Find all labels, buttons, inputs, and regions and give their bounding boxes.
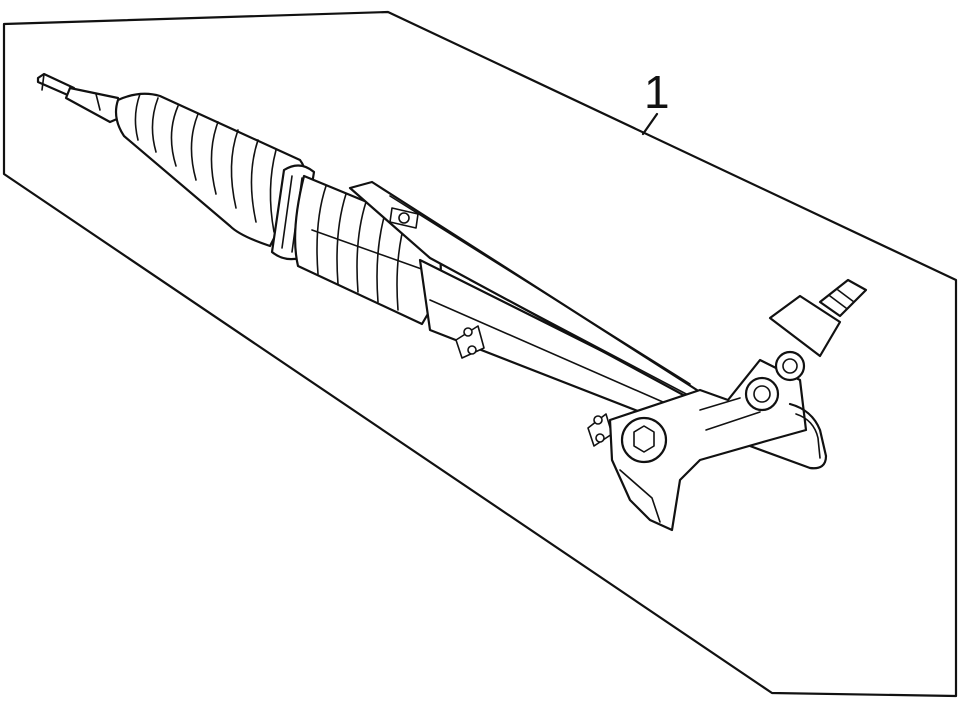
bellows-boot: [114, 92, 307, 248]
diagram-frame: [2, 10, 958, 698]
hydraulic-line: [748, 402, 828, 470]
pinion-shaft: [768, 278, 868, 358]
mount-bracket-upper: [389, 207, 419, 229]
tie-rod-shaft: [36, 72, 126, 124]
callout-leader-line: [641, 112, 659, 136]
steering-rack-assembly: [36, 72, 868, 532]
mount-bracket-mid: [455, 325, 485, 359]
mount-bracket-lower: [587, 413, 613, 447]
hex-bolt-icon: [620, 416, 668, 464]
port-fittings: [744, 350, 806, 412]
callout-number: 1: [644, 66, 670, 118]
